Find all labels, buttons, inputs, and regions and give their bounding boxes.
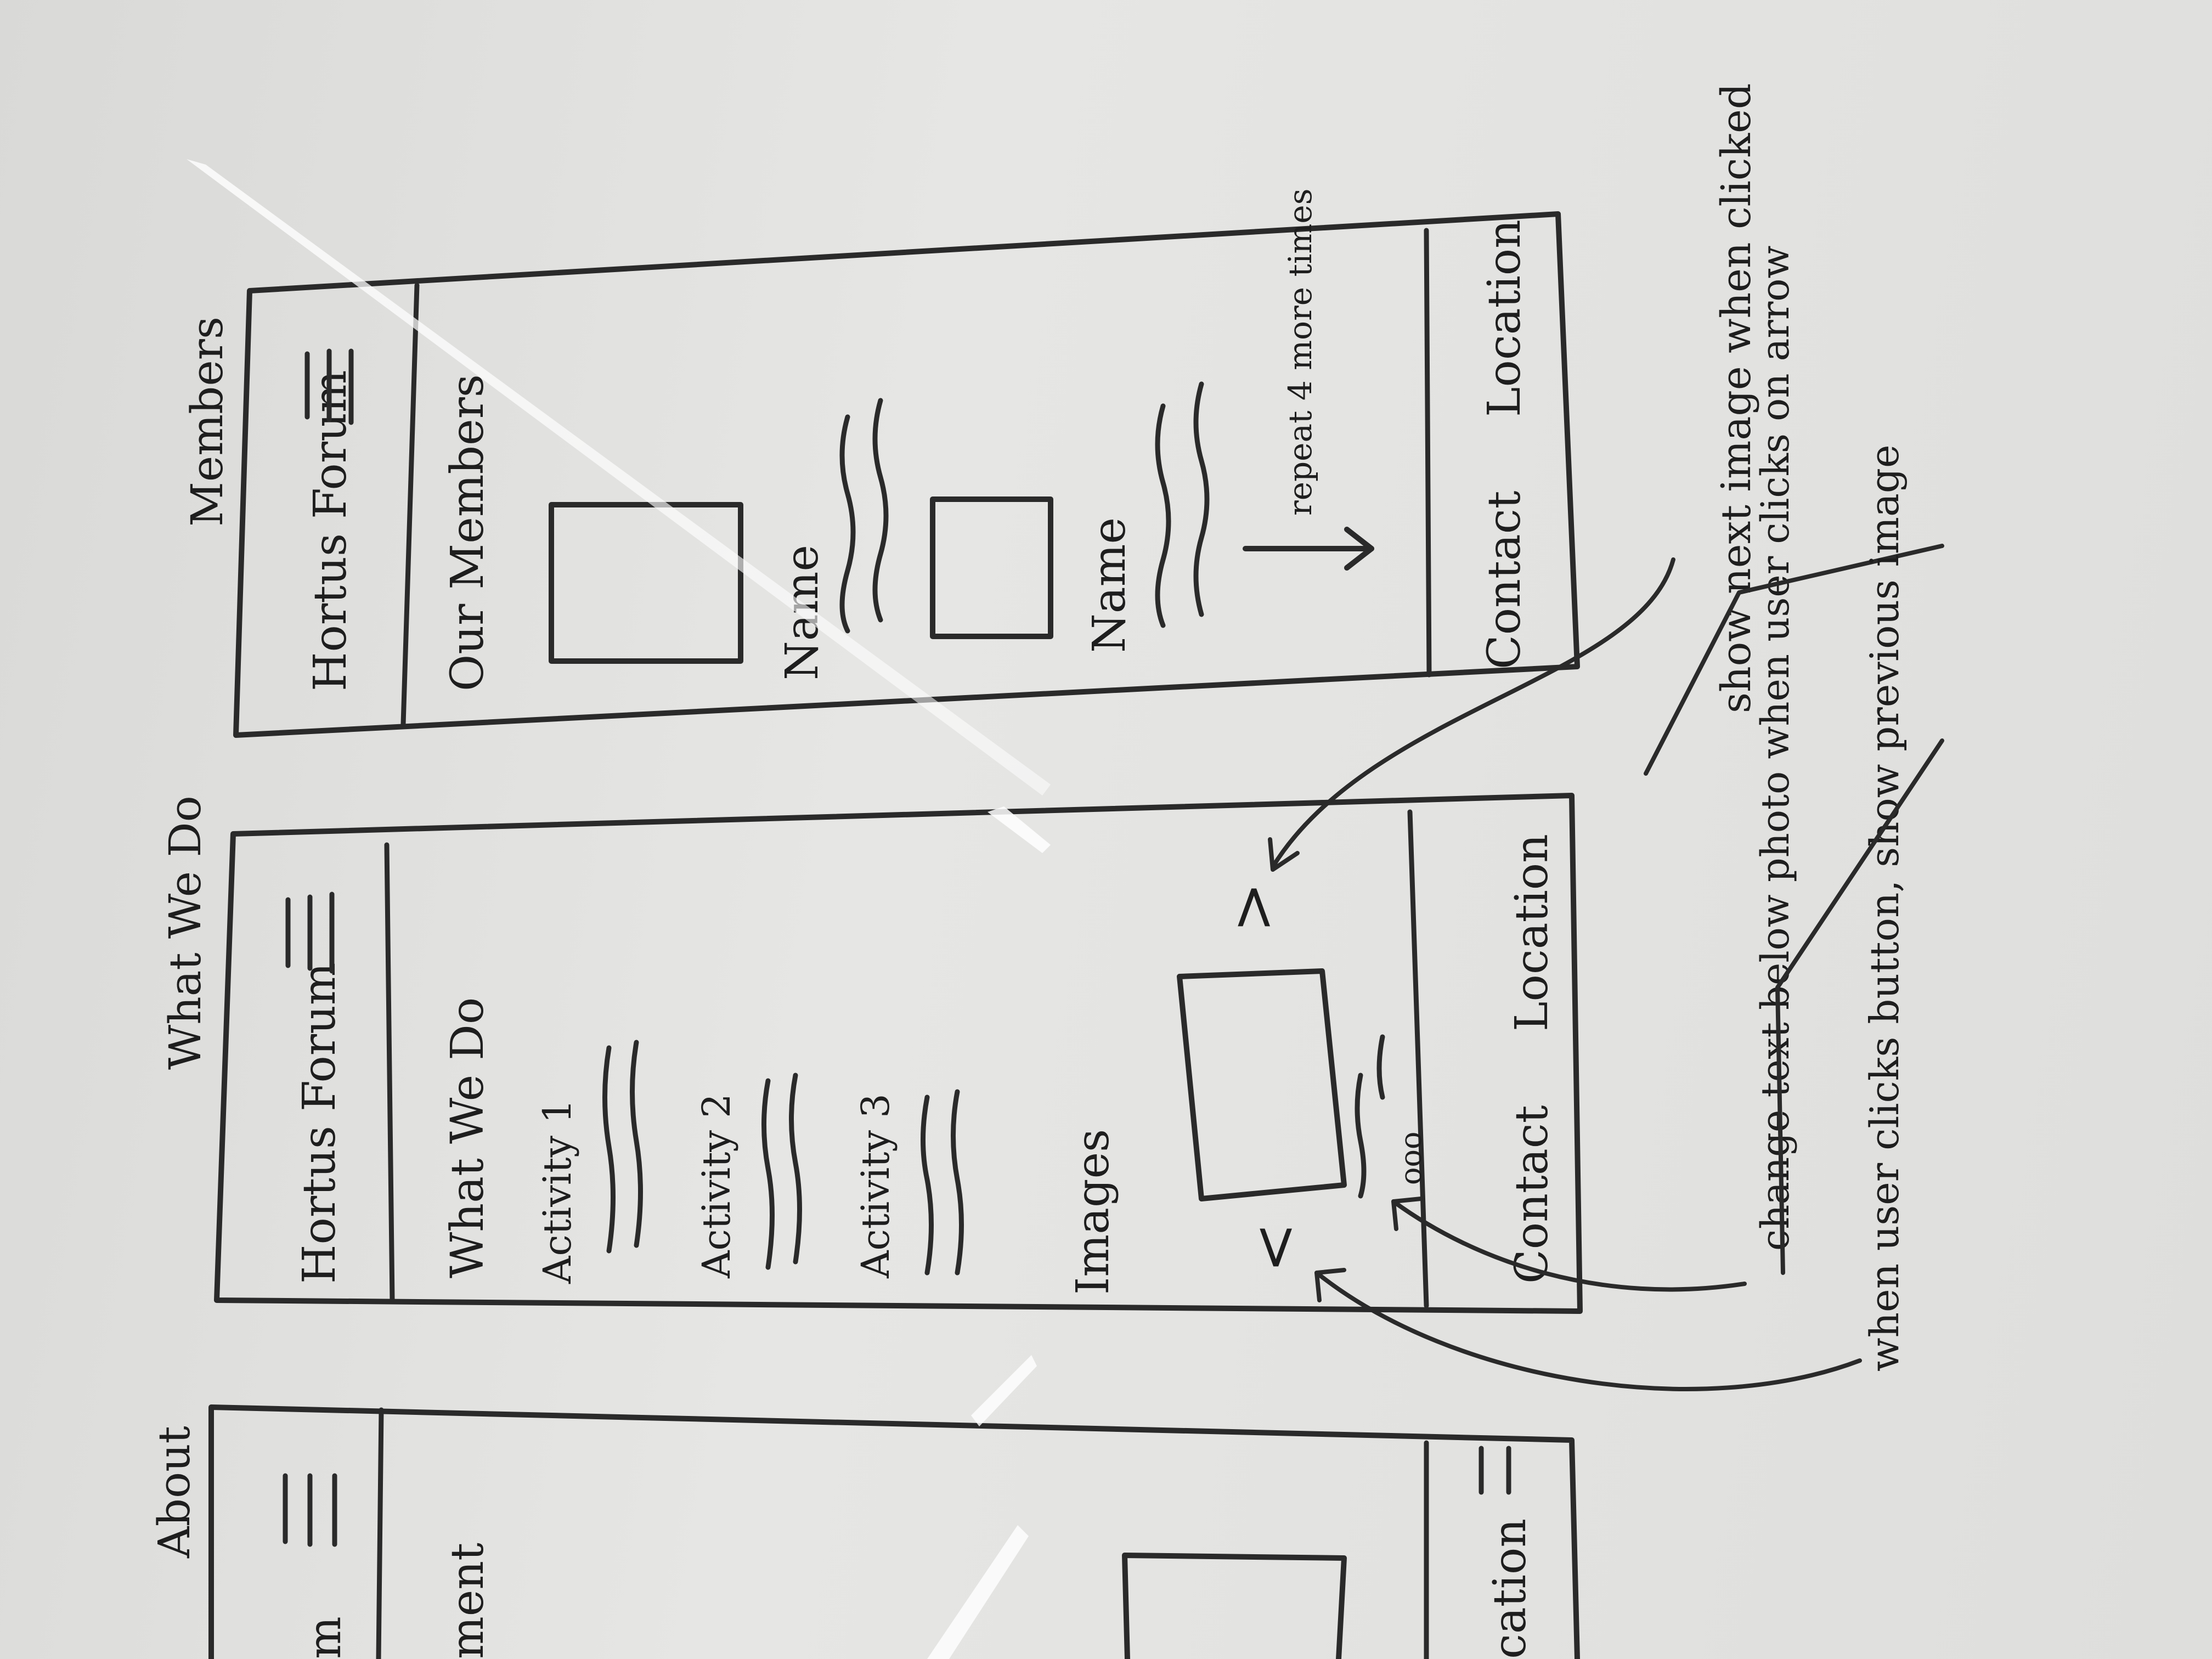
about-partial-header-text: m — [299, 1616, 351, 1659]
carousel-prev-arrow-icon[interactable]: < — [1239, 1222, 1309, 1273]
carousel-caption-lines — [1355, 1034, 1385, 1199]
annotation-previous-image-arrow — [1314, 1271, 1862, 1391]
about-partial-footer-text: cation — [1484, 1519, 1536, 1659]
about-partial-heading-text: ment — [442, 1543, 494, 1659]
images-label: Images — [1067, 1129, 1119, 1295]
annotation-bracket-line — [1644, 544, 1944, 776]
members-phone-frame — [233, 211, 1580, 738]
what-we-do-page-label: What We Do — [160, 795, 211, 1070]
members-footer-divider — [1424, 228, 1432, 678]
members-page-label: Members — [182, 317, 233, 527]
member-photo-1 — [549, 502, 743, 664]
about-hamburger-icon — [283, 1473, 337, 1547]
annotations: show next image when clicked change text… — [1268, 83, 1944, 1391]
member-photo-2 — [930, 496, 1053, 639]
member-name-2: Name — [1084, 517, 1136, 653]
annotation-next-image: show next image when clicked — [1268, 83, 1760, 872]
annotation-bracket-line-2 — [1775, 738, 1944, 1275]
activity-2-label: Activity 2 — [694, 1093, 739, 1279]
activity-1-label: Activity 1 — [535, 1099, 580, 1284]
carousel-image-frame — [1177, 968, 1347, 1201]
about-hamburger-icon-footer — [1479, 1446, 1511, 1495]
activity-1-lines — [602, 1040, 643, 1254]
repeat-note: repeat 4 more times — [1282, 188, 1319, 516]
activity-2-lines — [761, 1073, 802, 1270]
annotation-next-image-arrow — [1271, 557, 1675, 869]
members-footer-location: Location — [1479, 219, 1531, 417]
glare-reflections — [187, 159, 1051, 1659]
annotation-change-text-arrow — [1391, 1199, 1747, 1292]
what-we-do-header-divider — [384, 842, 395, 1303]
about-wireframe: About m ment cation — [149, 1404, 1580, 1659]
about-page-label: About — [149, 1426, 200, 1559]
activity-3-lines — [921, 1089, 964, 1276]
member-bio-lines-1 — [839, 398, 889, 634]
annotation-change-text: change text below photo when user clicks… — [1391, 246, 1944, 1292]
member-bio-lines-2 — [1155, 381, 1210, 628]
members-header-title: Hortus Forum — [304, 370, 357, 691]
annotation-previous-image: when user clicks button, show previous i… — [1314, 444, 1944, 1391]
repeat-down-arrow-icon — [1243, 527, 1374, 571]
what-we-do-header-title: Hortus Forum — [294, 962, 346, 1284]
members-heading: Our Members — [442, 374, 494, 691]
what-we-do-footer-contact: Contact — [1506, 1105, 1558, 1284]
what-we-do-phone-frame — [214, 793, 1583, 1314]
annotation-next-image-text: show next image when clicked — [1713, 83, 1760, 713]
members-hamburger-icon — [304, 348, 354, 425]
about-image-frame — [1122, 1553, 1347, 1659]
annotation-previous-image-text: when user clicks button, show previous i… — [1861, 444, 1908, 1372]
carousel-next-arrow-icon[interactable]: > — [1217, 882, 1287, 933]
members-footer-contact: Contact — [1479, 490, 1531, 669]
what-we-do-footer-divider — [1407, 809, 1429, 1308]
what-we-do-heading: What We Do — [442, 997, 494, 1278]
about-phone-frame — [208, 1404, 1580, 1659]
annotation-change-text-text: change text below photo when user clicks… — [1753, 246, 1798, 1251]
what-we-do-hamburger-icon — [285, 891, 335, 974]
about-header-divider — [376, 1407, 384, 1659]
members-wireframe: Members Hortus Forum Our Members Name Na… — [182, 188, 1580, 738]
activity-3-label: Activity 3 — [853, 1093, 898, 1279]
members-header-divider — [400, 283, 420, 727]
what-we-do-wireframe: What We Do Hortus Forum What We Do Activ… — [160, 793, 1583, 1314]
what-we-do-footer-location: Location — [1506, 834, 1558, 1031]
carousel-dots[interactable]: ooo — [1393, 1131, 1428, 1185]
